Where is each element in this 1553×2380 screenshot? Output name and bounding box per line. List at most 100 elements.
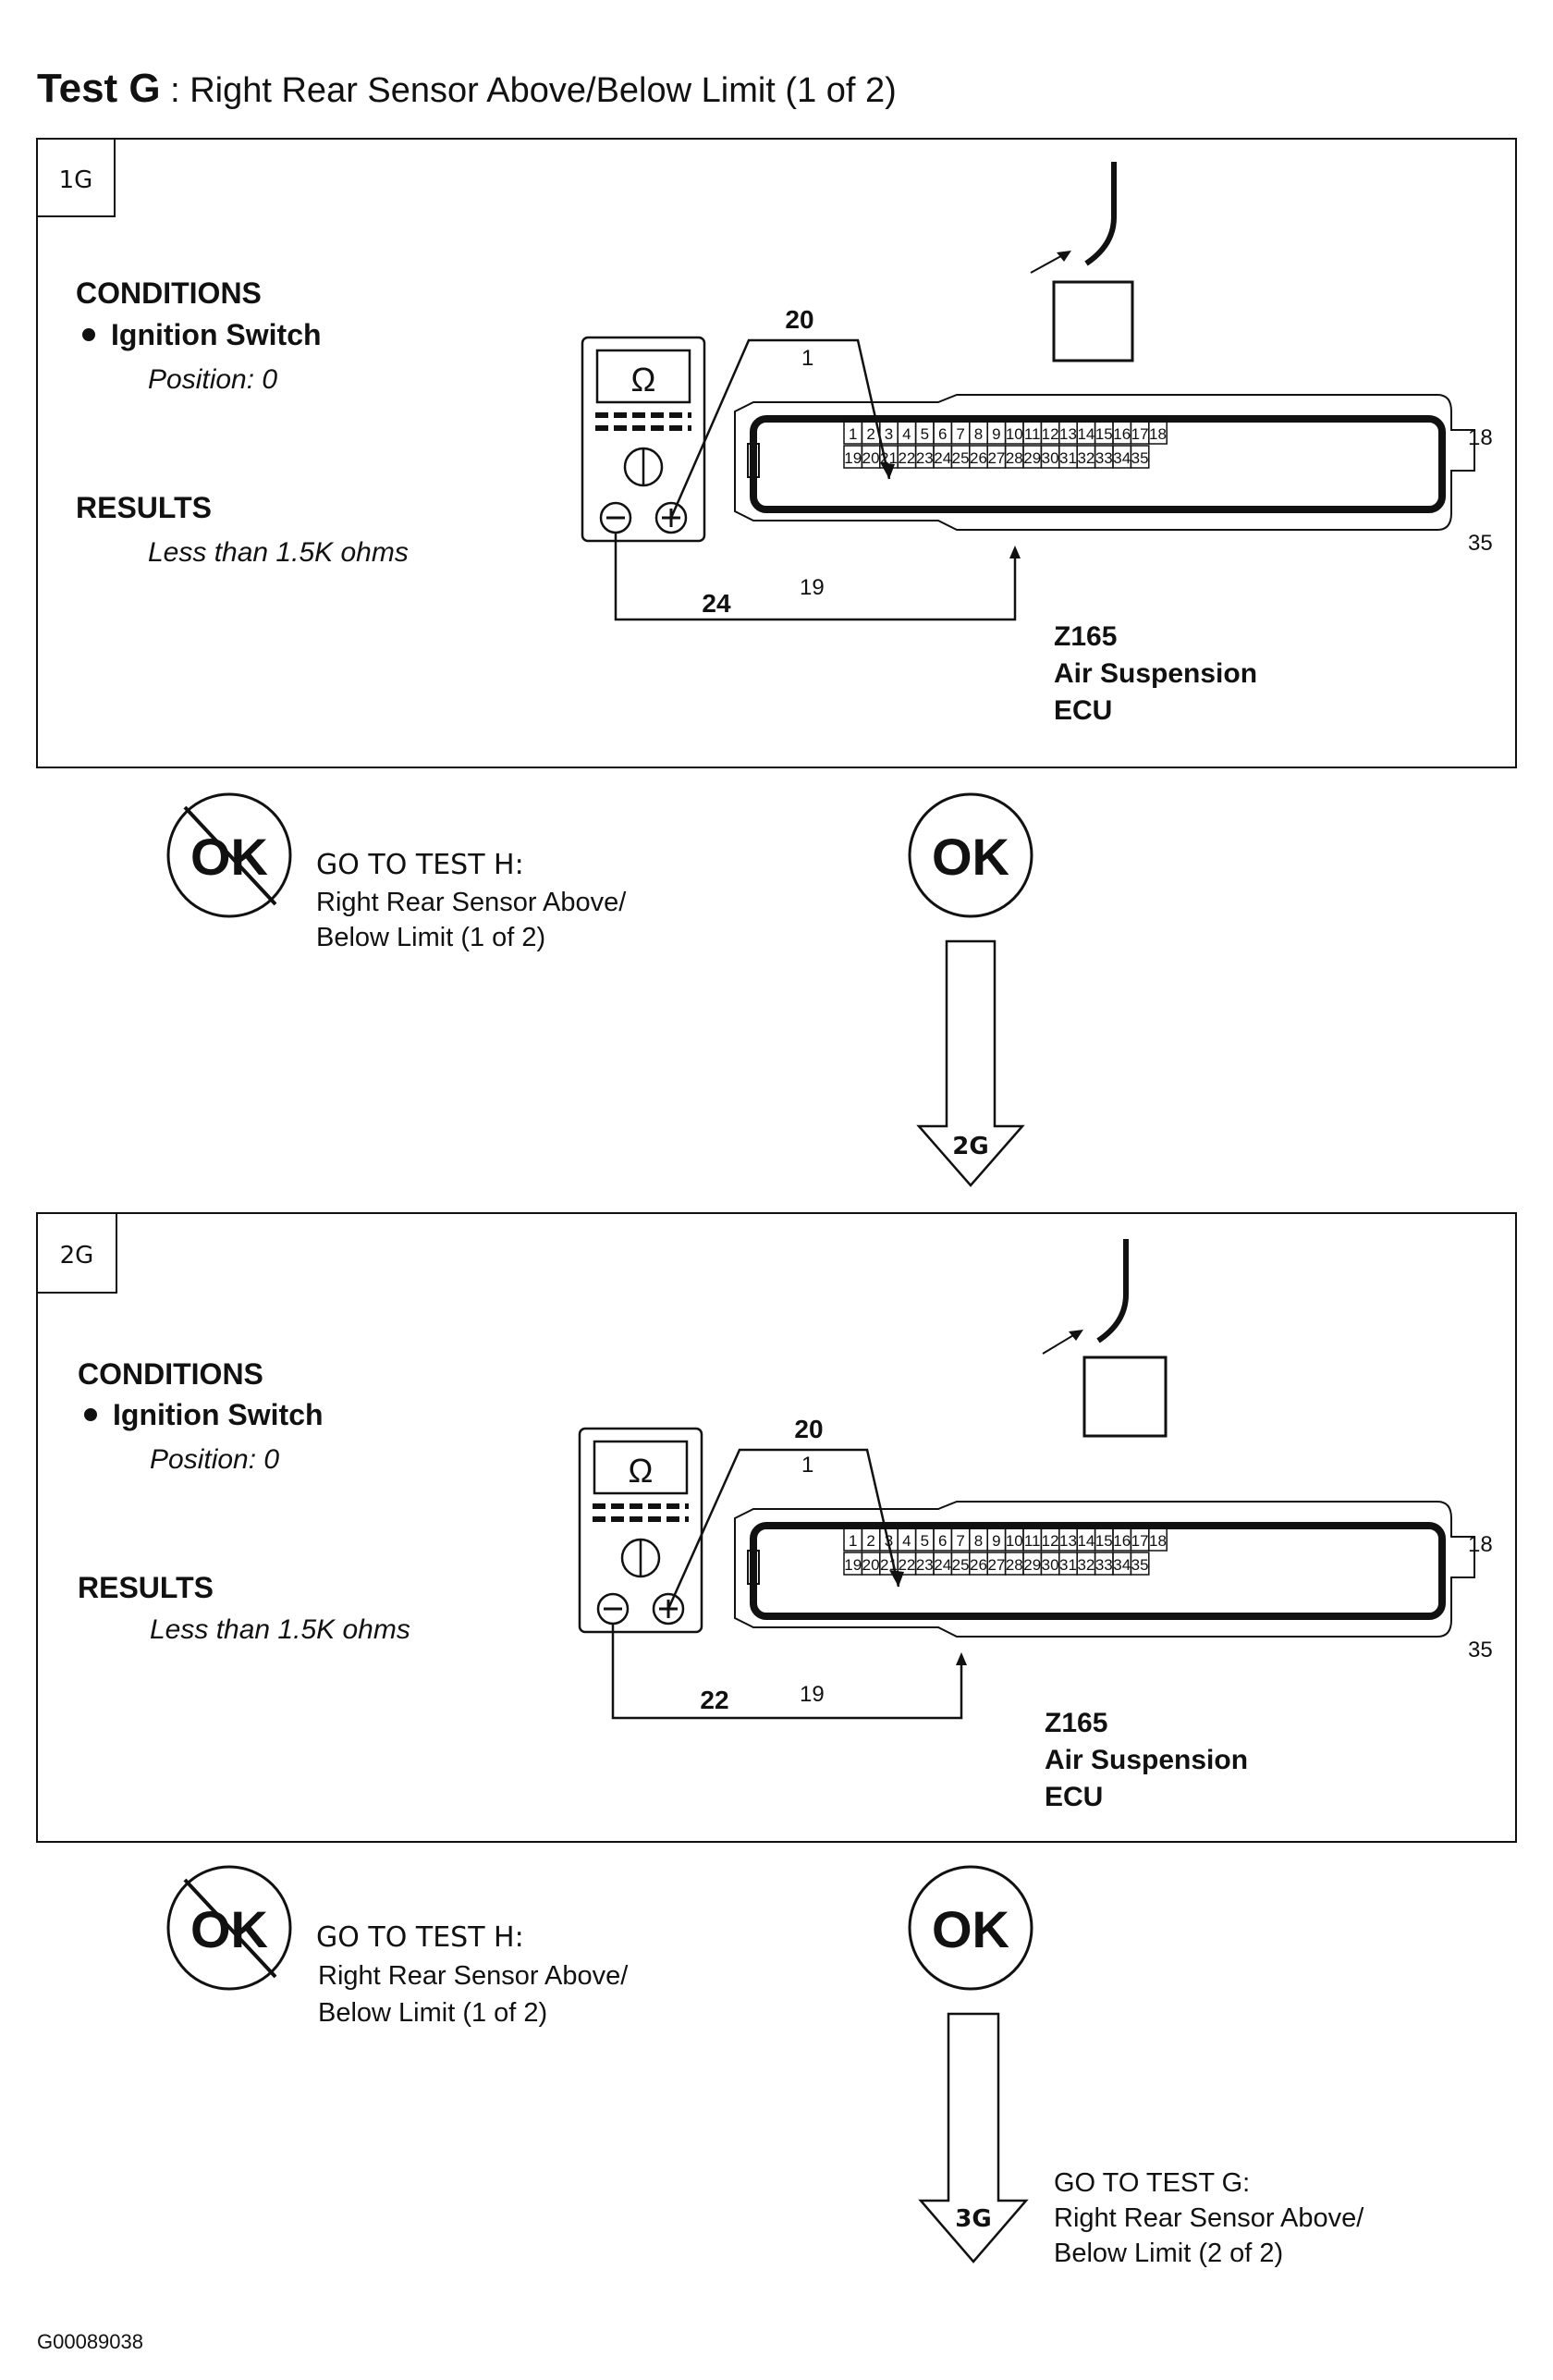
connector-pin-label: 35 (1131, 1556, 1149, 1574)
position-text: Position: 0 (148, 364, 277, 395)
connector-latch (747, 1550, 760, 1585)
connector-pin-label: 31 (1059, 1556, 1077, 1574)
connector-pin-label: 27 (987, 1556, 1005, 1574)
connector-pin-label: 6 (938, 1532, 947, 1550)
connector-pin-label: 34 (1113, 449, 1131, 467)
positive-terminal (654, 501, 688, 534)
step-1g-not-ok-branch: OK GO TO TEST H: Right Rear Sensor Above… (166, 792, 627, 952)
step-2g-not-ok-branch: OK GO TO TEST H: Right Rear Sensor Above… (166, 1865, 629, 2028)
ohm-symbol: Ω (631, 361, 656, 399)
not-ok-target-line2: Below Limit (1 of 2) (316, 923, 545, 952)
connector-pin-label: 6 (938, 425, 947, 443)
connector-pin-label: 32 (1077, 449, 1094, 467)
connector-pin-cell (1130, 1552, 1150, 1576)
connector-pin-label: 26 (970, 449, 987, 467)
probe-arrow-icon (889, 1570, 904, 1587)
connector-pin-label: 14 (1077, 425, 1094, 443)
connector-pin-label: 23 (916, 449, 934, 467)
connector-pin-label: 19 (844, 1556, 862, 1574)
figure-id: G00089038 (37, 2330, 143, 2353)
connector-pin-label: 33 (1095, 1556, 1113, 1574)
connector-pin-label: 1 (849, 425, 857, 443)
result-text: Less than 1.5K ohms (148, 537, 409, 568)
connector-pin-cell (1130, 445, 1150, 469)
connector-pin-callout: 1 (801, 346, 813, 371)
connector-pin-label: 11 (1024, 1532, 1041, 1550)
connector-pin-label: 29 (1023, 1556, 1041, 1574)
results-label: RESULTS (78, 1571, 214, 1604)
connector-pin-label: 10 (1006, 425, 1023, 443)
connector-pin-cell (1148, 1527, 1168, 1552)
connector-seal (750, 1522, 1446, 1620)
connector-pin-label: 15 (1095, 1532, 1113, 1550)
next-step-label: 3G (955, 2205, 991, 2233)
connector-latch (747, 443, 760, 478)
connector-pin-callout: 19 (800, 575, 825, 600)
ok-badge-text: OK (932, 1900, 1009, 1958)
connector-pin-label: 13 (1059, 425, 1077, 443)
positive-probe-wire (666, 1448, 900, 1610)
harness-plug-icon (1042, 1239, 1168, 1438)
connector-pin-label: 1 (849, 1532, 857, 1550)
harness-plug-icon (1030, 162, 1134, 362)
probe-arrow-icon (880, 462, 895, 479)
connector-pin-label: 16 (1113, 425, 1131, 443)
condition-text: Ignition Switch (113, 1398, 324, 1431)
next-step-target-line1: Right Rear Sensor Above/ (1054, 2203, 1364, 2233)
connector-pin-label: 3 (885, 425, 893, 443)
connector-pin-label: 4 (902, 425, 911, 443)
connector-pin-label: 18 (1149, 1532, 1167, 1550)
connector-pin-label: 10 (1006, 1532, 1023, 1550)
not-ok-target-line1: Right Rear Sensor Above/ (316, 888, 627, 917)
connector-pin-label: 9 (992, 1532, 1000, 1550)
connector-pin-callout: 35 (1468, 1638, 1493, 1662)
connector-pin-label: 18 (1149, 425, 1167, 443)
page-title: Test G : Right Rear Sensor Above/Below L… (37, 66, 897, 111)
step-id-label: 2G (60, 1242, 94, 1270)
connector-pin-label: 2 (866, 425, 874, 443)
connector-pin-label: 8 (974, 1532, 983, 1550)
connector-pin-label: 34 (1113, 1556, 1131, 1574)
ohmmeter-icon: Ω (581, 336, 706, 543)
positive-probe-pin: 20 (794, 1415, 823, 1443)
positive-probe-pin: 20 (785, 305, 813, 334)
next-step-target-line2: Below Limit (2 of 2) (1054, 2239, 1283, 2268)
connector-pin-label: 14 (1077, 1532, 1094, 1550)
next-step-goto: GO TO TEST G: (1054, 2168, 1250, 2198)
component-type: ECU (1054, 695, 1112, 726)
connector-pin-label: 26 (970, 1556, 987, 1574)
connector-pin-label: 5 (921, 1532, 929, 1550)
bullet-icon (84, 1408, 97, 1421)
connector-pin-callout: 18 (1468, 425, 1493, 450)
connector-pin-label: 12 (1042, 1532, 1059, 1550)
connector-pin-label: 30 (1042, 449, 1059, 467)
negative-probe-pin: 24 (702, 589, 731, 618)
down-arrow-icon (918, 2012, 1029, 2263)
connector-pin-label: 8 (974, 425, 983, 443)
step-id-box (36, 1212, 117, 1294)
connector-pin-label: 13 (1059, 1532, 1077, 1550)
connector-pin-label: 23 (916, 1556, 934, 1574)
title-text: : Right Rear Sensor Above/Below Limit (1… (170, 71, 897, 110)
connector-pin-label: 28 (1006, 449, 1023, 467)
component-id: Z165 (1054, 621, 1117, 652)
conditions-label: CONDITIONS (78, 1357, 263, 1391)
not-ok-target-line2: Below Limit (1 of 2) (318, 1998, 547, 2028)
connector-pin-label: 16 (1113, 1532, 1131, 1550)
connector-pin-label: 30 (1042, 1556, 1059, 1574)
connector-pin-label: 9 (992, 425, 1000, 443)
bullet-icon (82, 328, 95, 341)
result-text: Less than 1.5K ohms (150, 1614, 410, 1645)
component-type: ECU (1045, 1782, 1103, 1812)
probe-arrow-icon (956, 1652, 967, 1665)
connector-pin-callout: 18 (1468, 1532, 1493, 1557)
negative-probe-wire (611, 1623, 963, 1720)
connector-pin-callout: 19 (800, 1682, 825, 1707)
step-1g-panel: 1G CONDITIONS Ignition Switch Position: … (36, 138, 1517, 768)
ohm-symbol: Ω (629, 1452, 654, 1490)
ok-badge (908, 792, 1033, 918)
step-2g-panel: 2G CONDITIONS Ignition Switch Position: … (36, 1212, 1517, 1843)
strike-through-icon (183, 1878, 277, 1979)
